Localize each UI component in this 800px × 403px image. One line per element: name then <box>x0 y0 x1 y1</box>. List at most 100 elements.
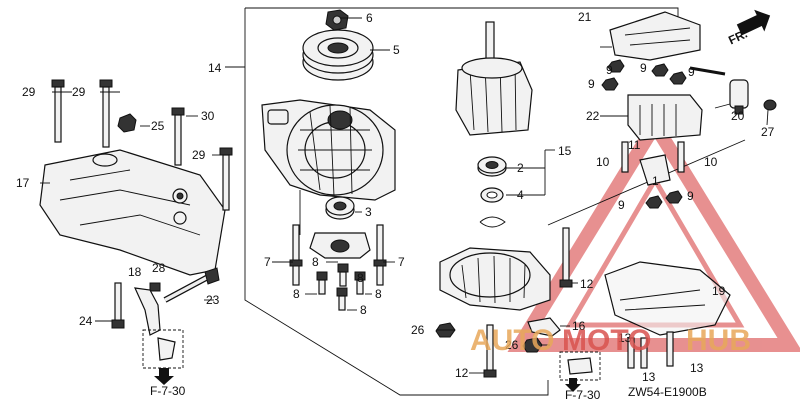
label-7a: 7 <box>264 255 271 269</box>
label-1: 1 <box>652 174 659 188</box>
label-28: 28 <box>152 261 166 275</box>
label-8d: 8 <box>360 303 367 317</box>
label-20: 20 <box>731 109 745 123</box>
bolt-13c <box>666 331 674 367</box>
clamp-18 <box>134 287 184 369</box>
label-13a: 13 <box>618 331 632 345</box>
label-26a: 26 <box>411 323 425 337</box>
label-13c: 13 <box>690 361 704 375</box>
label-22: 22 <box>586 109 600 123</box>
label-25: 25 <box>151 119 165 133</box>
brush-holder-21 <box>609 11 726 76</box>
watermark-text: AUTO MOTO HUB <box>470 324 751 357</box>
watermark-hub: HUB <box>686 324 751 357</box>
label-4: 4 <box>517 188 524 202</box>
screw-9c <box>669 71 687 85</box>
bolt-29b <box>99 79 113 148</box>
alternator-bracket <box>39 149 226 276</box>
clip <box>479 216 506 228</box>
bolt-12a <box>559 227 573 288</box>
nut-6 <box>325 9 349 31</box>
label-3: 3 <box>365 205 372 219</box>
label-13b: 13 <box>642 370 656 384</box>
label-5: 5 <box>393 43 400 57</box>
rear-cover-19 <box>604 261 731 336</box>
label-2: 2 <box>517 161 524 175</box>
label-9f: 9 <box>687 189 694 203</box>
bolt-8a <box>316 271 328 295</box>
front-direction-arrow <box>736 9 771 36</box>
label-9d: 9 <box>588 77 595 91</box>
bolt-12b <box>483 324 497 378</box>
bolt-8b <box>337 263 349 287</box>
bolt-24 <box>111 282 125 329</box>
label-8a: 8 <box>312 255 319 269</box>
label-15: 15 <box>558 144 572 158</box>
terminal-20 <box>729 79 749 115</box>
bolt-10a <box>621 141 629 173</box>
label-9a: 9 <box>606 63 613 77</box>
stud-7a <box>289 224 303 286</box>
pulley-5 <box>302 29 374 81</box>
arrow-down-icon <box>154 368 174 385</box>
label-9c: 9 <box>688 65 695 79</box>
bracket-16 <box>527 317 561 337</box>
bolt-29c <box>219 147 233 211</box>
screw-9a <box>607 59 625 73</box>
bolt-30 <box>171 107 185 166</box>
screw-9e <box>645 195 663 209</box>
nut-27 <box>763 99 777 111</box>
nut-25 <box>117 113 137 133</box>
watermark-moto: MOTO <box>562 324 651 357</box>
label-29a: 29 <box>22 85 36 99</box>
bolt-13b <box>640 337 648 369</box>
label-18: 18 <box>128 265 142 279</box>
alternator-front-housing <box>261 99 396 235</box>
stud-7b <box>373 224 387 286</box>
washer-4 <box>480 187 504 203</box>
arrow-down-icon-right <box>565 378 581 392</box>
label-26b: 26 <box>505 338 519 352</box>
label-6: 6 <box>366 11 373 25</box>
label-8c: 8 <box>375 287 382 301</box>
bolt-29a <box>51 79 65 143</box>
bolt-10b <box>677 141 685 173</box>
label-30: 30 <box>201 109 215 123</box>
label-10a: 10 <box>596 155 610 169</box>
ref-right: F-7-30 <box>565 388 601 402</box>
label-16: 16 <box>572 319 586 333</box>
screw-9f <box>665 190 683 204</box>
bolt-13a <box>627 337 635 369</box>
label-21: 21 <box>578 10 592 24</box>
label-29b: 29 <box>72 85 86 99</box>
watermark-auto: AUTO <box>470 324 554 357</box>
label-10b: 10 <box>704 155 718 169</box>
label-8b: 8 <box>293 287 300 301</box>
bolt-23 <box>163 267 220 303</box>
bearing-3 <box>325 196 355 220</box>
label-19: 19 <box>712 284 726 298</box>
label-9b: 9 <box>640 61 647 75</box>
label-24: 24 <box>79 314 93 328</box>
screw-9d <box>601 77 619 91</box>
screw-9b <box>651 63 669 77</box>
bearing-2 <box>477 156 507 177</box>
diagram-code: ZW54-E1900B <box>628 385 707 399</box>
label-12b: 12 <box>455 366 469 380</box>
label-12a: 12 <box>580 277 594 291</box>
label-14: 14 <box>208 61 222 75</box>
part-labels: 6 5 14 3 15 2 4 17 29 29 25 30 29 7 7 8 … <box>16 10 775 402</box>
label-17: 17 <box>16 176 30 190</box>
nut-26b <box>522 337 543 353</box>
regulator-22 <box>627 94 703 141</box>
label-23: 23 <box>206 293 220 307</box>
label-7b: 7 <box>398 255 405 269</box>
ref-left: F-7-30 <box>150 384 186 398</box>
retainer-plate <box>309 232 371 259</box>
rectifier-1 <box>639 154 671 186</box>
label-11: 11 <box>628 138 641 152</box>
bolt-8c <box>354 271 366 295</box>
bolt-28 <box>149 282 161 292</box>
ref-box-right <box>559 351 601 392</box>
